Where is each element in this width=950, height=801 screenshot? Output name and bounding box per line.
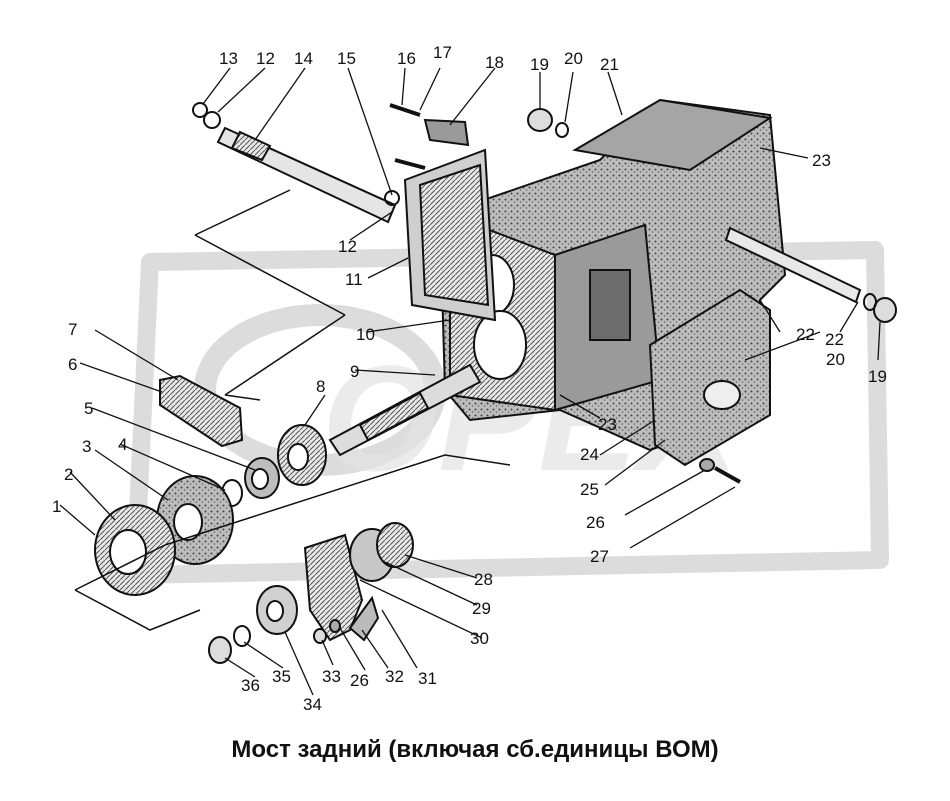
label-4: 4 [118,435,127,454]
label-27: 27 [590,547,609,566]
label-8: 8 [316,377,325,396]
label-33: 33 [322,667,341,686]
label-19b: 19 [868,367,887,386]
label-26a: 26 [586,513,605,532]
label-11: 11 [345,270,363,289]
label-20b: 20 [826,350,845,369]
label-15: 15 [337,49,356,68]
label-36: 36 [241,676,260,695]
label-19a: 19 [530,55,549,74]
label-10: 10 [356,325,375,344]
label-17: 17 [433,43,452,62]
label-23a: 23 [812,151,831,170]
label-21: 21 [600,55,619,74]
label-1: 1 [52,497,61,516]
side-cover [648,288,771,467]
label-24: 24 [580,445,599,464]
label-29: 29 [472,599,491,618]
label-23b: 23 [598,415,617,434]
label-18: 18 [485,53,504,72]
diagram-caption: Мост задний (включая сб.единицы ВОМ) [231,736,719,763]
label-6: 6 [68,355,77,374]
label-26b: 26 [350,671,369,690]
leader-lines [59,67,881,696]
assembly-lines [74,189,511,631]
gear-8 [277,424,327,486]
label-7: 7 [68,320,77,339]
flange-1 [94,504,176,596]
bearing-5 [244,457,280,499]
label-2: 2 [64,465,73,484]
shaft-14 [216,126,397,224]
label-12b: 12 [338,237,357,256]
label-30: 30 [470,629,489,648]
label-25: 25 [580,480,599,499]
label-12a: 12 [256,49,275,68]
fasteners [192,102,897,664]
label-32: 32 [385,667,404,686]
label-14: 14 [294,49,313,68]
label-22a: 22 [796,325,815,344]
reduction-housing-30 [303,522,414,642]
label-16: 16 [397,49,416,68]
label-13: 13 [219,49,238,68]
nut-34 [256,585,298,635]
shaft-22 [724,226,862,304]
label-34: 34 [303,695,322,714]
label-28: 28 [474,570,493,589]
label-35: 35 [272,667,291,686]
gasket-cover [403,118,497,322]
label-9: 9 [350,362,359,381]
label-22b: 22 [825,330,844,349]
rear-axle-housing [438,98,787,452]
label-3: 3 [82,437,91,456]
label-5: 5 [84,399,93,418]
shaft-9 [328,363,482,457]
label-20a: 20 [564,49,583,68]
block-6-7 [159,374,244,448]
part-labels: 1 2 3 4 5 6 7 8 9 10 11 12 12 13 14 15 1… [52,43,887,714]
label-31: 31 [418,669,437,688]
